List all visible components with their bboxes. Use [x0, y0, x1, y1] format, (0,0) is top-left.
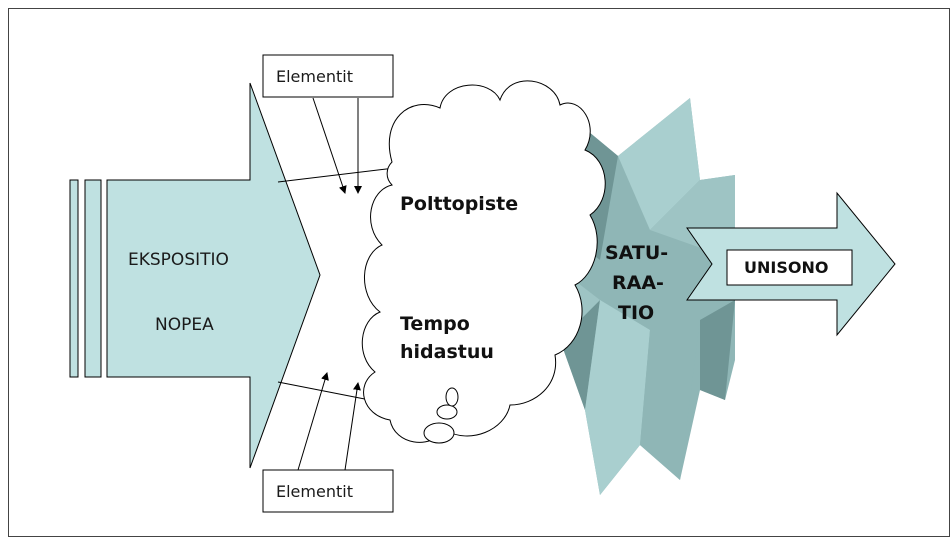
elements-bottom-label: Elementit	[276, 482, 353, 501]
element-arrow-top-1	[313, 98, 345, 193]
stripe-2	[85, 180, 101, 377]
funnel-line-top	[278, 168, 395, 182]
stripe-1	[70, 180, 78, 377]
tempo-slow-line2: hidastuu	[400, 341, 494, 363]
cloud	[362, 81, 605, 443]
unison-label: UNISONO	[744, 258, 828, 277]
exposition-arrow	[107, 83, 320, 468]
saturation-line2: RAA-	[612, 272, 664, 294]
tempo-slow-line1: Tempo	[400, 313, 470, 335]
focal-point-label: Polttopiste	[400, 193, 518, 215]
elements-top-label: Elementit	[276, 67, 353, 86]
saturation-line1: SATU-	[605, 242, 668, 264]
tempo-fast-label: NOPEA	[155, 315, 214, 335]
exposition-label: EKSPOSITIO	[128, 250, 229, 270]
saturation-line3: TIO	[618, 302, 654, 324]
element-arrow-bottom-1	[298, 373, 327, 470]
